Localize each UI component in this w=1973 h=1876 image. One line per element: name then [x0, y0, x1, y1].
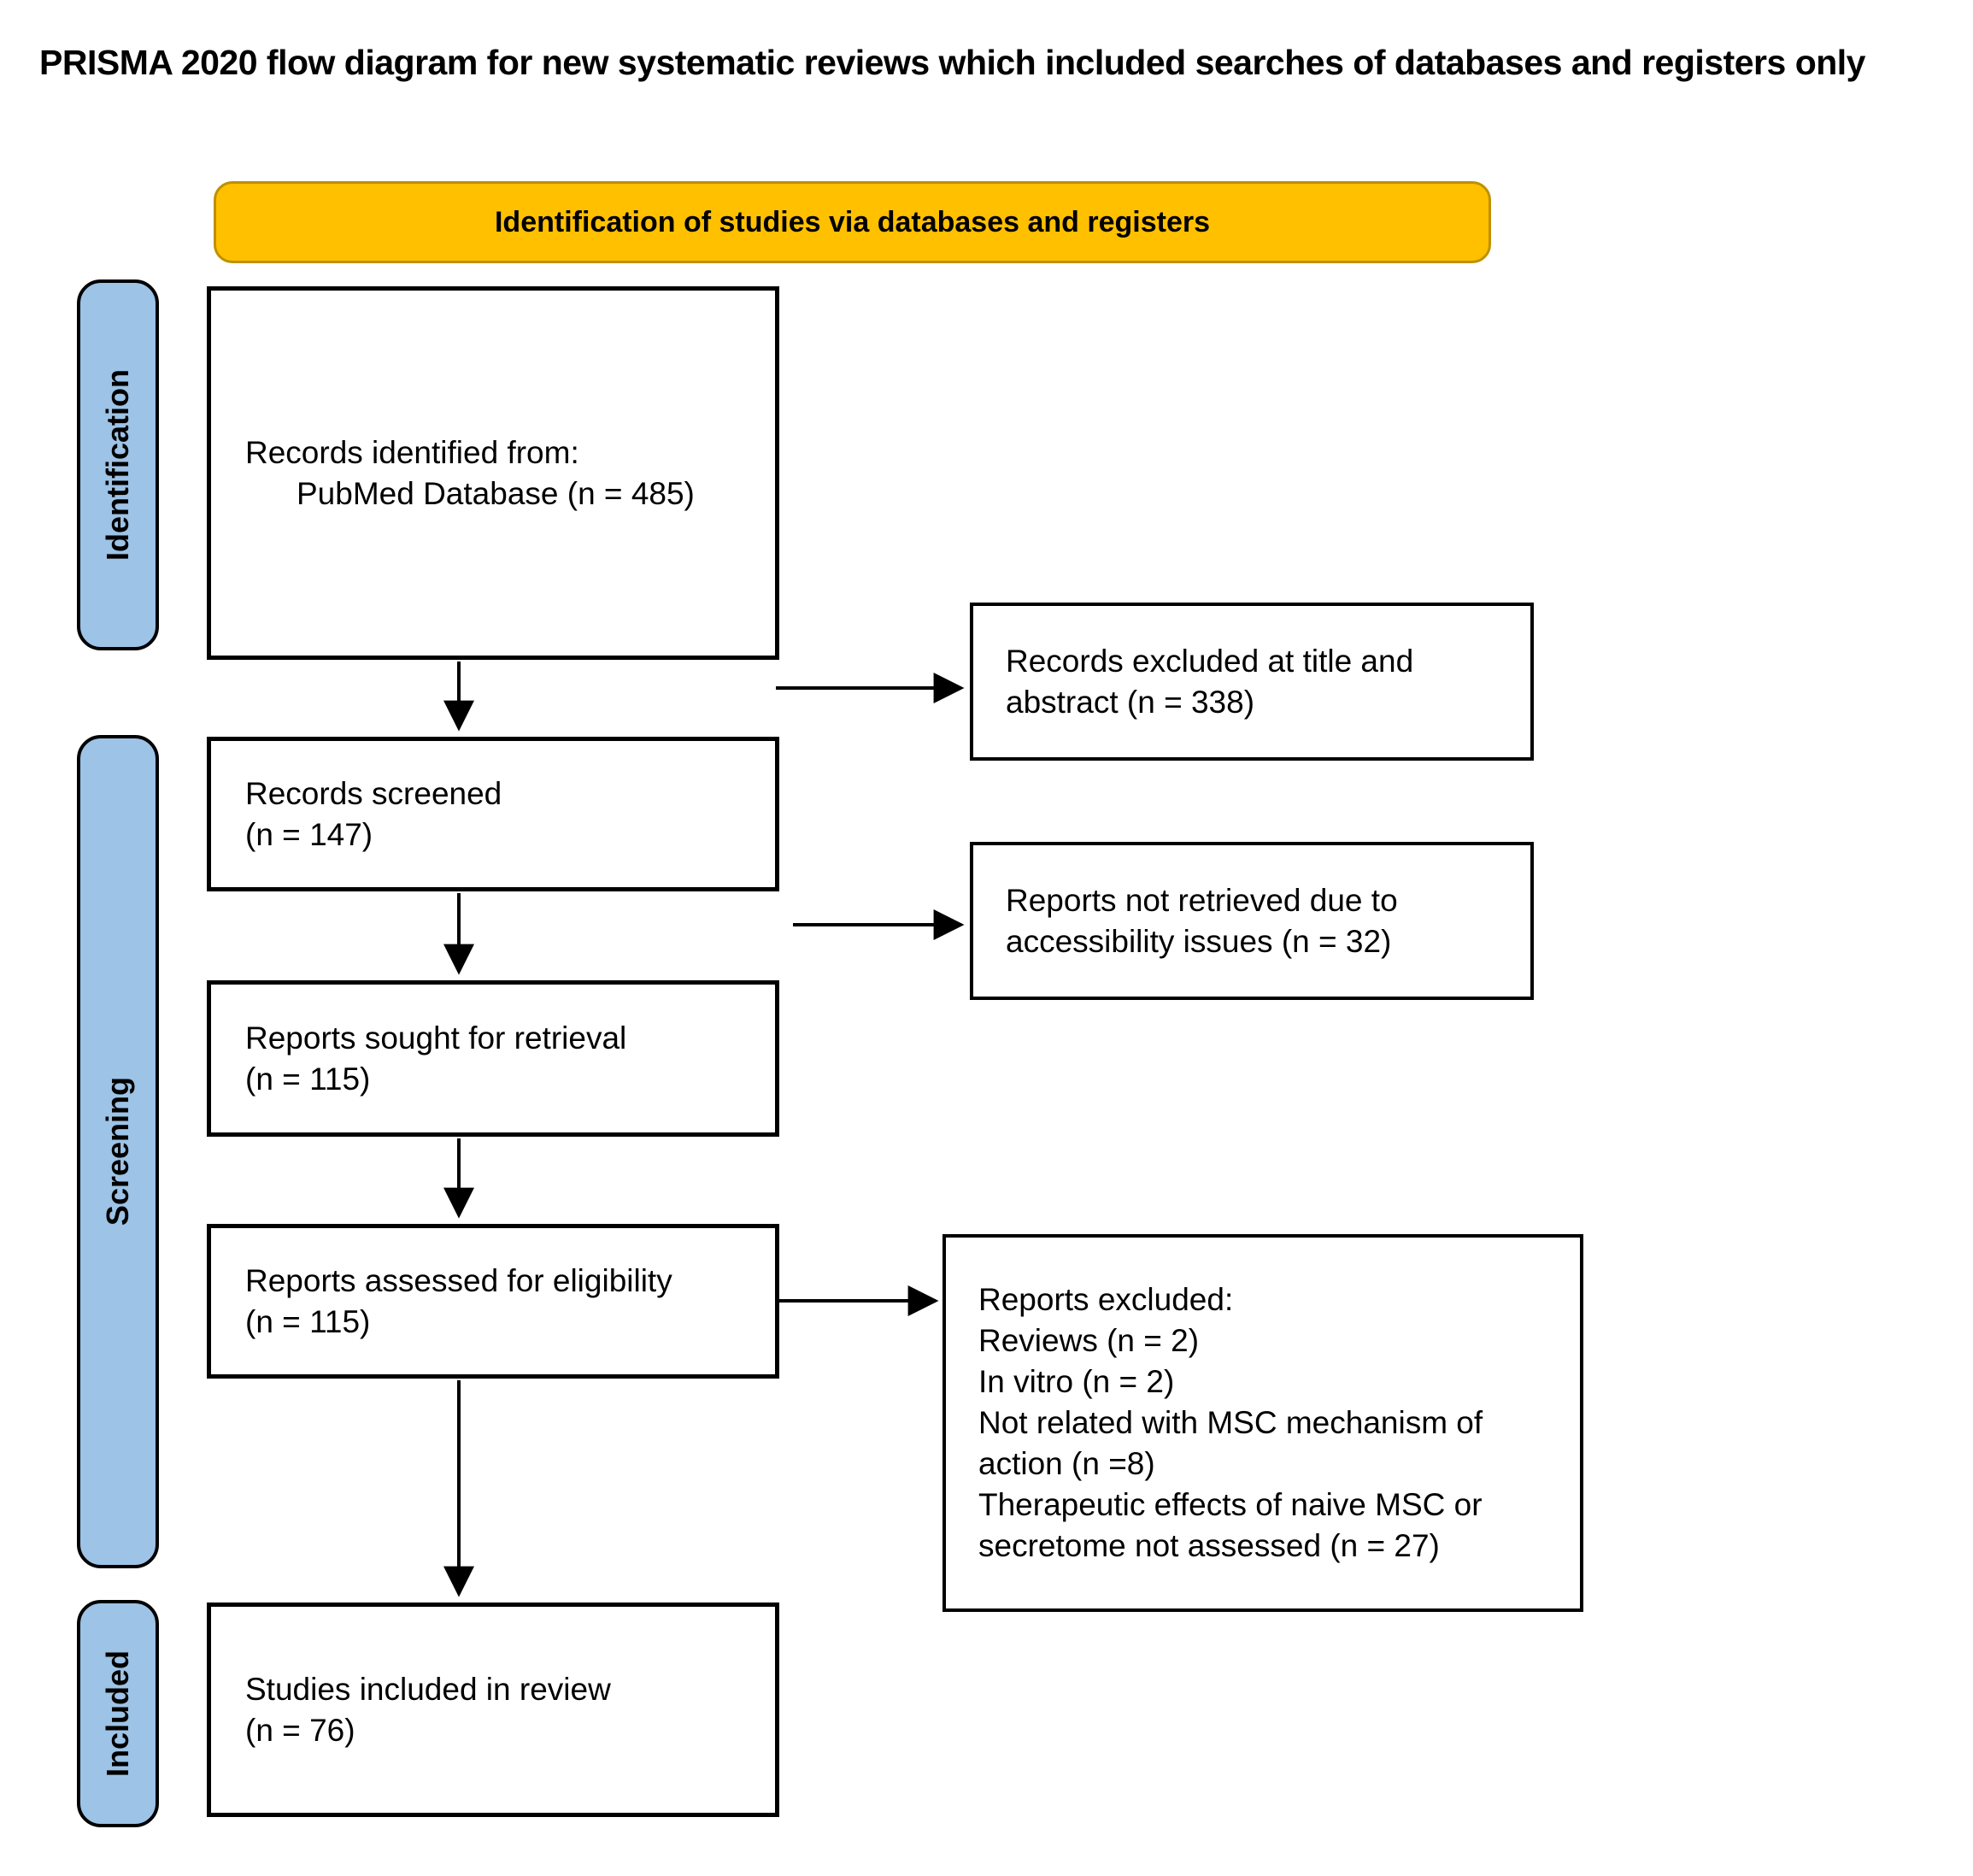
records-identified-line1: Records identified from:	[245, 434, 579, 470]
box-records-identified: Records identified from: PubMed Database…	[207, 286, 779, 660]
records-excluded-line1: Records excluded at title and	[1006, 643, 1414, 679]
reports-assessed-line1: Reports assessed for eligibility	[245, 1262, 672, 1298]
reports-excluded-reason-not-related: Not related with MSC mechanism of action…	[978, 1405, 1483, 1481]
box-studies-included: Studies included in review (n = 76)	[207, 1603, 779, 1817]
reports-sought-line2: (n = 115)	[245, 1061, 371, 1097]
not-retrieved-line1: Reports not retrieved due to	[1006, 882, 1398, 918]
stage-included-label: Included	[100, 1650, 135, 1777]
box-records-excluded-title-abstract: Records excluded at title and abstract (…	[970, 603, 1534, 761]
page-title: PRISMA 2020 flow diagram for new systema…	[39, 43, 1865, 82]
records-screened-line1: Records screened	[245, 775, 502, 811]
reports-sought-line1: Reports sought for retrieval	[245, 1020, 627, 1056]
banner-label: Identification of studies via databases …	[494, 205, 1211, 238]
box-reports-assessed: Reports assessed for eligibility (n = 11…	[207, 1224, 779, 1379]
box-records-screened: Records screened (n = 147)	[207, 737, 779, 891]
records-identified-line2: PubMed Database (n = 485)	[297, 475, 695, 511]
stage-identification: Identification	[77, 279, 159, 650]
box-reports-excluded-reasons: Reports excluded: Reviews (n = 2) In vit…	[942, 1234, 1583, 1612]
records-excluded-line2: abstract (n = 338)	[1006, 684, 1255, 720]
studies-included-line2: (n = 76)	[245, 1712, 355, 1748]
stage-screening: Screening	[77, 735, 159, 1568]
banner-identification-of-studies: Identification of studies via databases …	[214, 181, 1491, 263]
stage-screening-label: Screening	[100, 1077, 135, 1226]
stage-included: Included	[77, 1600, 159, 1827]
reports-assessed-line2: (n = 115)	[245, 1303, 371, 1339]
not-retrieved-line2: accessibility issues (n = 32)	[1006, 923, 1392, 959]
reports-excluded-reason-reviews: Reviews (n = 2)	[978, 1323, 1200, 1358]
box-reports-sought: Reports sought for retrieval (n = 115)	[207, 980, 779, 1137]
reports-excluded-reason-invitro: In vitro (n = 2)	[978, 1364, 1175, 1399]
studies-included-line1: Studies included in review	[245, 1671, 611, 1707]
reports-excluded-reason-therapeutic: Therapeutic effects of naive MSC or secr…	[978, 1487, 1483, 1563]
stage-identification-label: Identification	[100, 369, 135, 561]
records-screened-line2: (n = 147)	[245, 816, 373, 852]
box-reports-not-retrieved: Reports not retrieved due to accessibili…	[970, 842, 1534, 1000]
reports-excluded-heading: Reports excluded:	[978, 1282, 1234, 1317]
